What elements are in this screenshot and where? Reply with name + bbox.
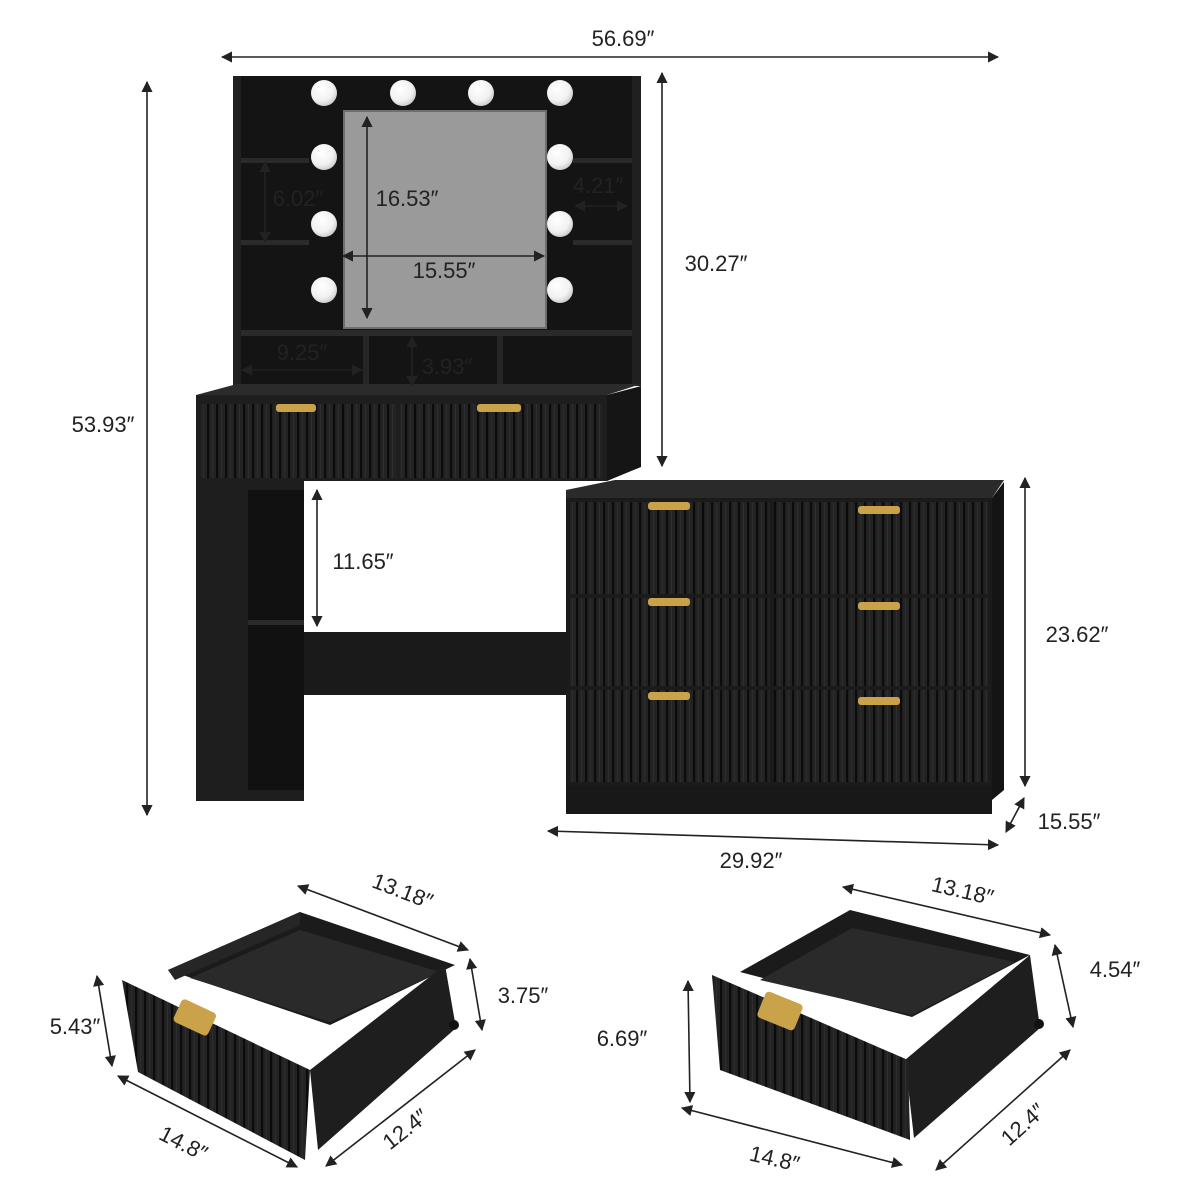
drawer-interior [760,928,1015,1015]
left-shelf [241,158,309,163]
dresser-drawer-front [774,502,988,594]
cubby-height-label: 3.93″ [422,354,473,379]
large-depth-label: 12.4″ [996,1098,1050,1151]
bulb [311,144,337,170]
drawer-handle [858,697,900,705]
small-top-width-label: 13.18″ [369,868,437,914]
hutch-right-side [632,76,641,386]
cubby-width-label: 9.25″ [277,340,328,365]
cubby-shelf [241,330,632,336]
bulb [311,277,337,303]
dresser-width-label: 29.92″ [720,848,783,873]
side-shelf-depth-label: 4.21″ [573,173,624,198]
small-front-height-label: 5.43″ [50,1014,101,1039]
mirror-width-label: 15.55″ [413,258,476,283]
bulb [547,277,573,303]
drawer-handle [648,502,690,510]
large-top-width-label: 13.18″ [929,871,996,910]
large-side-height-label: 4.54″ [1090,957,1141,982]
drawer-handle [858,506,900,514]
cubby-divider [363,336,369,386]
small-depth-label: 12.4″ [378,1104,433,1155]
bulb [311,211,337,237]
bulb [468,80,494,106]
desk-rear-rail [304,632,566,695]
desk-drawer-front [200,404,396,478]
left-shelf [241,240,309,245]
drawer-handle [648,692,690,700]
leg-inner-shelf [248,620,304,625]
dresser-height-label: 23.62″ [1046,622,1109,647]
cubby-divider [497,336,503,386]
drawer-slide-knob [1034,1019,1044,1029]
hutch-height-label: 30.27″ [685,251,748,276]
desk-side [607,386,641,481]
dresser-drawer-front [570,690,770,782]
small-side-height-label: 3.75″ [498,983,549,1008]
overall-width-label: 56.69″ [592,26,655,51]
hutch-left-side [233,76,241,386]
large-front-height-label: 6.69″ [597,1026,648,1051]
drawer-handle [648,598,690,606]
right-shelf [573,158,632,163]
desk-top [196,384,641,395]
drawer-interior [190,930,440,1022]
hutch [233,76,641,386]
mirror [343,110,547,329]
shelf-height-label: 6.02″ [273,186,324,211]
bulb [547,211,573,237]
bulb [390,80,416,106]
drawer-handle [757,991,803,1031]
desk-drawer-front [400,404,602,478]
bulb [547,144,573,170]
dresser-top [566,480,1004,498]
dresser-drawer-front [774,598,988,686]
dresser [566,480,1004,814]
mirror-height-label: 16.53″ [376,186,439,211]
drawer-slide-knob [449,1020,459,1030]
dresser-drawer-front [774,690,988,782]
dresser-drawer-front [570,502,770,594]
dresser-side [992,482,1004,800]
dresser-drawer-front [570,598,770,686]
drawer-large-dimension-lines [680,883,1077,1171]
drawer-handle [858,602,900,610]
desk [196,384,641,801]
dresser-depth-label: 15.55″ [1038,809,1101,834]
leg-open-shelf [248,490,304,790]
drawer-handle [276,404,316,412]
small-front-width-label: 14.8″ [155,1121,212,1166]
right-shelf [573,240,632,245]
bulb [547,80,573,106]
drawer-large [712,910,1044,1140]
drawer-small-dimension-lines [93,884,486,1168]
large-front-width-label: 14.8″ [747,1141,802,1177]
drawer-left-side [168,912,300,980]
overall-height-label: 53.93″ [72,412,135,437]
dresser-plinth [566,786,992,814]
bulb [311,80,337,106]
bulbs [311,80,573,303]
drawer-handle [173,999,216,1036]
knee-clearance-label: 11.65″ [332,549,393,574]
drawer-handle [477,404,521,412]
main-dimension-lines [141,51,1031,851]
